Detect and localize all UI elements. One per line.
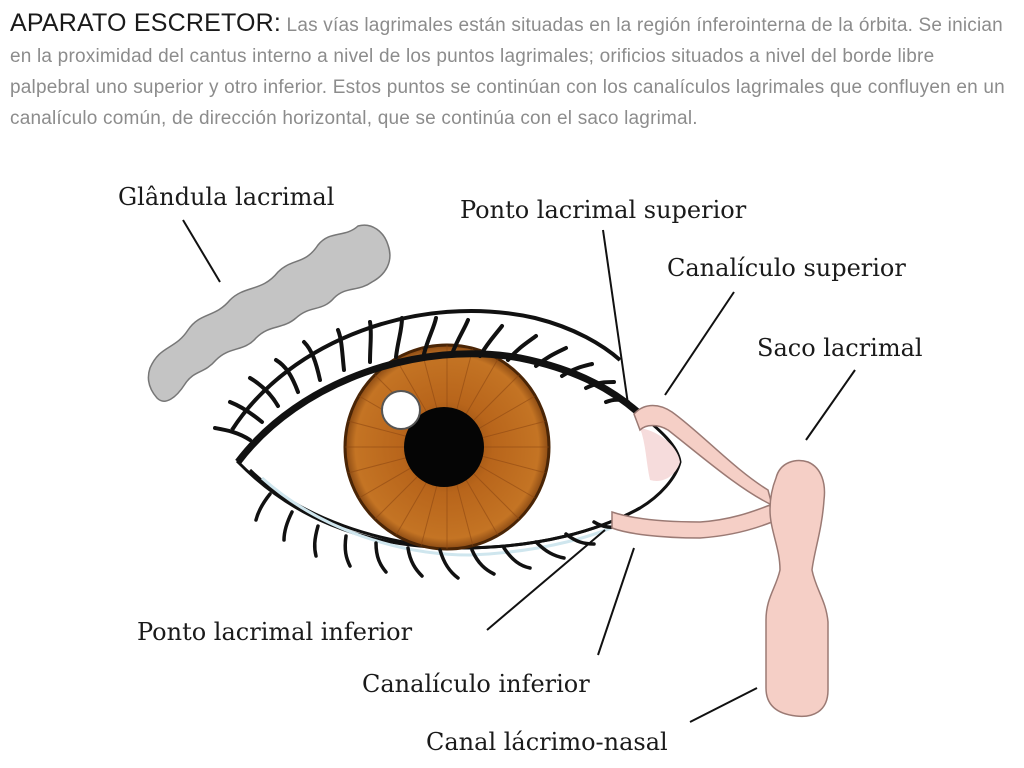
label-canaliculo-inferior: Canalículo inferior bbox=[362, 670, 590, 698]
description-paragraph: APARATO ESCRETOR: Las vías lagrimales es… bbox=[10, 8, 1010, 134]
label-glandula-lacrimal: Glândula lacrimal bbox=[118, 183, 334, 211]
pupil bbox=[404, 407, 484, 487]
slide-title: APARATO ESCRETOR: bbox=[10, 9, 282, 37]
description-text: Las vías lagrimales están situadas en la… bbox=[10, 15, 1005, 129]
upper-eyelashes bbox=[213, 316, 630, 442]
eye-highlight bbox=[381, 390, 421, 430]
lacrimal-ducts bbox=[611, 404, 829, 718]
label-ponto-lacrimal-superior: Ponto lacrimal superior bbox=[460, 196, 747, 224]
label-canaliculo-superior: Canalículo superior bbox=[667, 254, 906, 282]
label-canal-lacrimo-nasal: Canal lácrimo-nasal bbox=[426, 728, 668, 756]
lower-eyelashes bbox=[254, 492, 622, 580]
iris bbox=[343, 343, 551, 551]
leader-lines bbox=[182, 219, 856, 723]
label-ponto-lacrimal-inferior: Ponto lacrimal inferior bbox=[137, 618, 413, 646]
lacrimal-gland-shape bbox=[147, 224, 391, 402]
label-saco-lacrimal: Saco lacrimal bbox=[757, 334, 923, 362]
